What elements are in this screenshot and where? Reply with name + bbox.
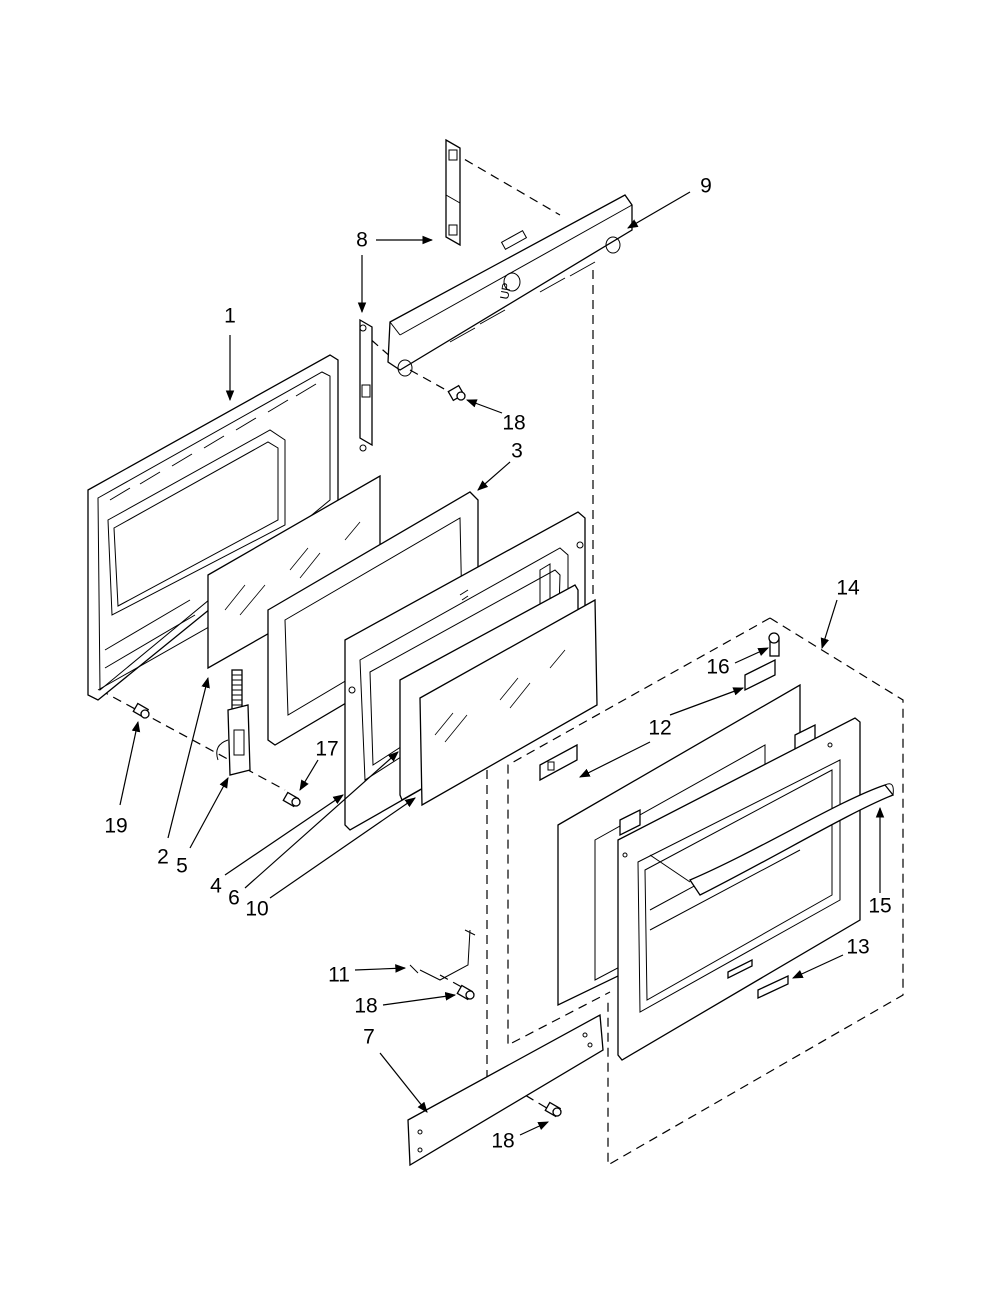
callout-18-top: 18	[502, 411, 526, 435]
callout-16: 16	[706, 655, 730, 679]
part-16-screw	[768, 632, 780, 657]
callout-17: 17	[315, 737, 339, 761]
callout-7: 7	[363, 1025, 375, 1049]
callout-3: 3	[511, 439, 523, 463]
callout-2: 2	[157, 845, 169, 869]
callout-8: 8	[356, 228, 368, 252]
part-18-screw-latch	[456, 984, 475, 1001]
panel-up-marking: UP	[497, 282, 514, 301]
callout-1: 1	[224, 304, 236, 328]
part-19-screw	[132, 702, 150, 719]
part-18-screw-top	[447, 384, 466, 402]
part-13-badge	[727, 958, 789, 1000]
callout-4: 4	[210, 874, 222, 898]
callout-14: 14	[836, 576, 860, 600]
part-10-glass	[419, 598, 598, 807]
part-12-hinge-plates	[539, 658, 816, 837]
callout-15: 15	[868, 894, 892, 918]
door-handle	[649, 783, 895, 896]
part-1-outer-door-panel	[87, 354, 339, 701]
part-7-bottom-trim	[407, 1013, 604, 1167]
callout-9: 9	[700, 174, 712, 198]
part-17-screw	[282, 791, 301, 808]
callout-10: 10	[245, 897, 269, 921]
part-5-hinge	[216, 669, 251, 776]
callout-5: 5	[176, 854, 188, 878]
callout-12: 12	[648, 716, 672, 740]
callout-18-middle: 18	[354, 994, 378, 1018]
callout-13: 13	[846, 935, 870, 959]
part-8-upper-bracket	[445, 138, 461, 247]
part-18-screw-bottom	[544, 1101, 562, 1118]
leader-lines	[119, 191, 885, 1136]
callout-18-bottom: 18	[491, 1129, 515, 1153]
part-15-outer-door	[617, 717, 861, 1061]
callout-6: 6	[228, 886, 240, 910]
callout-11: 11	[328, 963, 350, 987]
part-11-latch	[409, 929, 476, 981]
callout-19: 19	[104, 814, 128, 838]
part-9-top-panel: UP	[387, 194, 633, 377]
part-8-side-bracket	[359, 318, 373, 452]
